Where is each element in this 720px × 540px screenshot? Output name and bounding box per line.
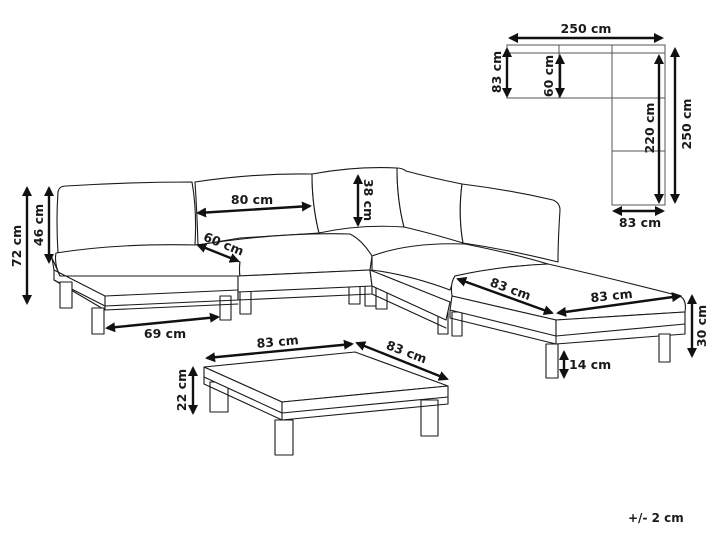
table-width-arrow [204, 339, 355, 363]
plan-module-depth-label: 83 cm [489, 51, 504, 93]
ottoman-width-arrow [556, 292, 682, 317]
total-height-label: 72 cm [9, 225, 24, 267]
plan-view: 250 cm 83 cm 60 cm 220 cm 250 cm 83 cm [489, 21, 694, 230]
table-height-label: 22 cm [174, 369, 189, 411]
table-depth-arrow [355, 341, 449, 381]
leg-span-arrow [104, 312, 221, 333]
sofa-drawing: 72 cm 46 cm 80 cm 60 cm 38 cm 69 cm 83 c… [9, 167, 709, 380]
table-width-label: 83 cm [256, 332, 299, 351]
ottoman-height-label: 30 cm [694, 305, 709, 347]
coffee-table: 83 cm 83 cm 22 cm [174, 332, 449, 456]
leg-height-label: 14 cm [569, 357, 611, 372]
cushion-height-label: 38 cm [361, 179, 376, 221]
ottoman-depth-arrow [456, 277, 554, 315]
plan-width-label: 250 cm [561, 21, 612, 36]
backrest-width-arrow [195, 201, 313, 218]
backrest-width-label: 80 cm [231, 192, 273, 207]
seat-depth-arrow [196, 243, 240, 263]
plan-ottoman-width-label: 83 cm [619, 215, 661, 230]
leg-span-label: 69 cm [144, 326, 186, 341]
seat-cushions [54, 233, 549, 291]
backrest-height-label: 46 cm [31, 204, 46, 246]
plan-seat-depth-label: 60 cm [541, 55, 556, 97]
ottoman [449, 263, 686, 379]
tolerance-note: +/- 2 cm [628, 511, 684, 525]
plan-inner-length-label: 220 cm [642, 103, 657, 154]
ottoman-width-label: 83 cm [590, 286, 634, 305]
sofa-frame [51, 257, 451, 329]
plan-depth-label: 250 cm [679, 99, 694, 150]
sofa-front-legs [59, 281, 105, 335]
